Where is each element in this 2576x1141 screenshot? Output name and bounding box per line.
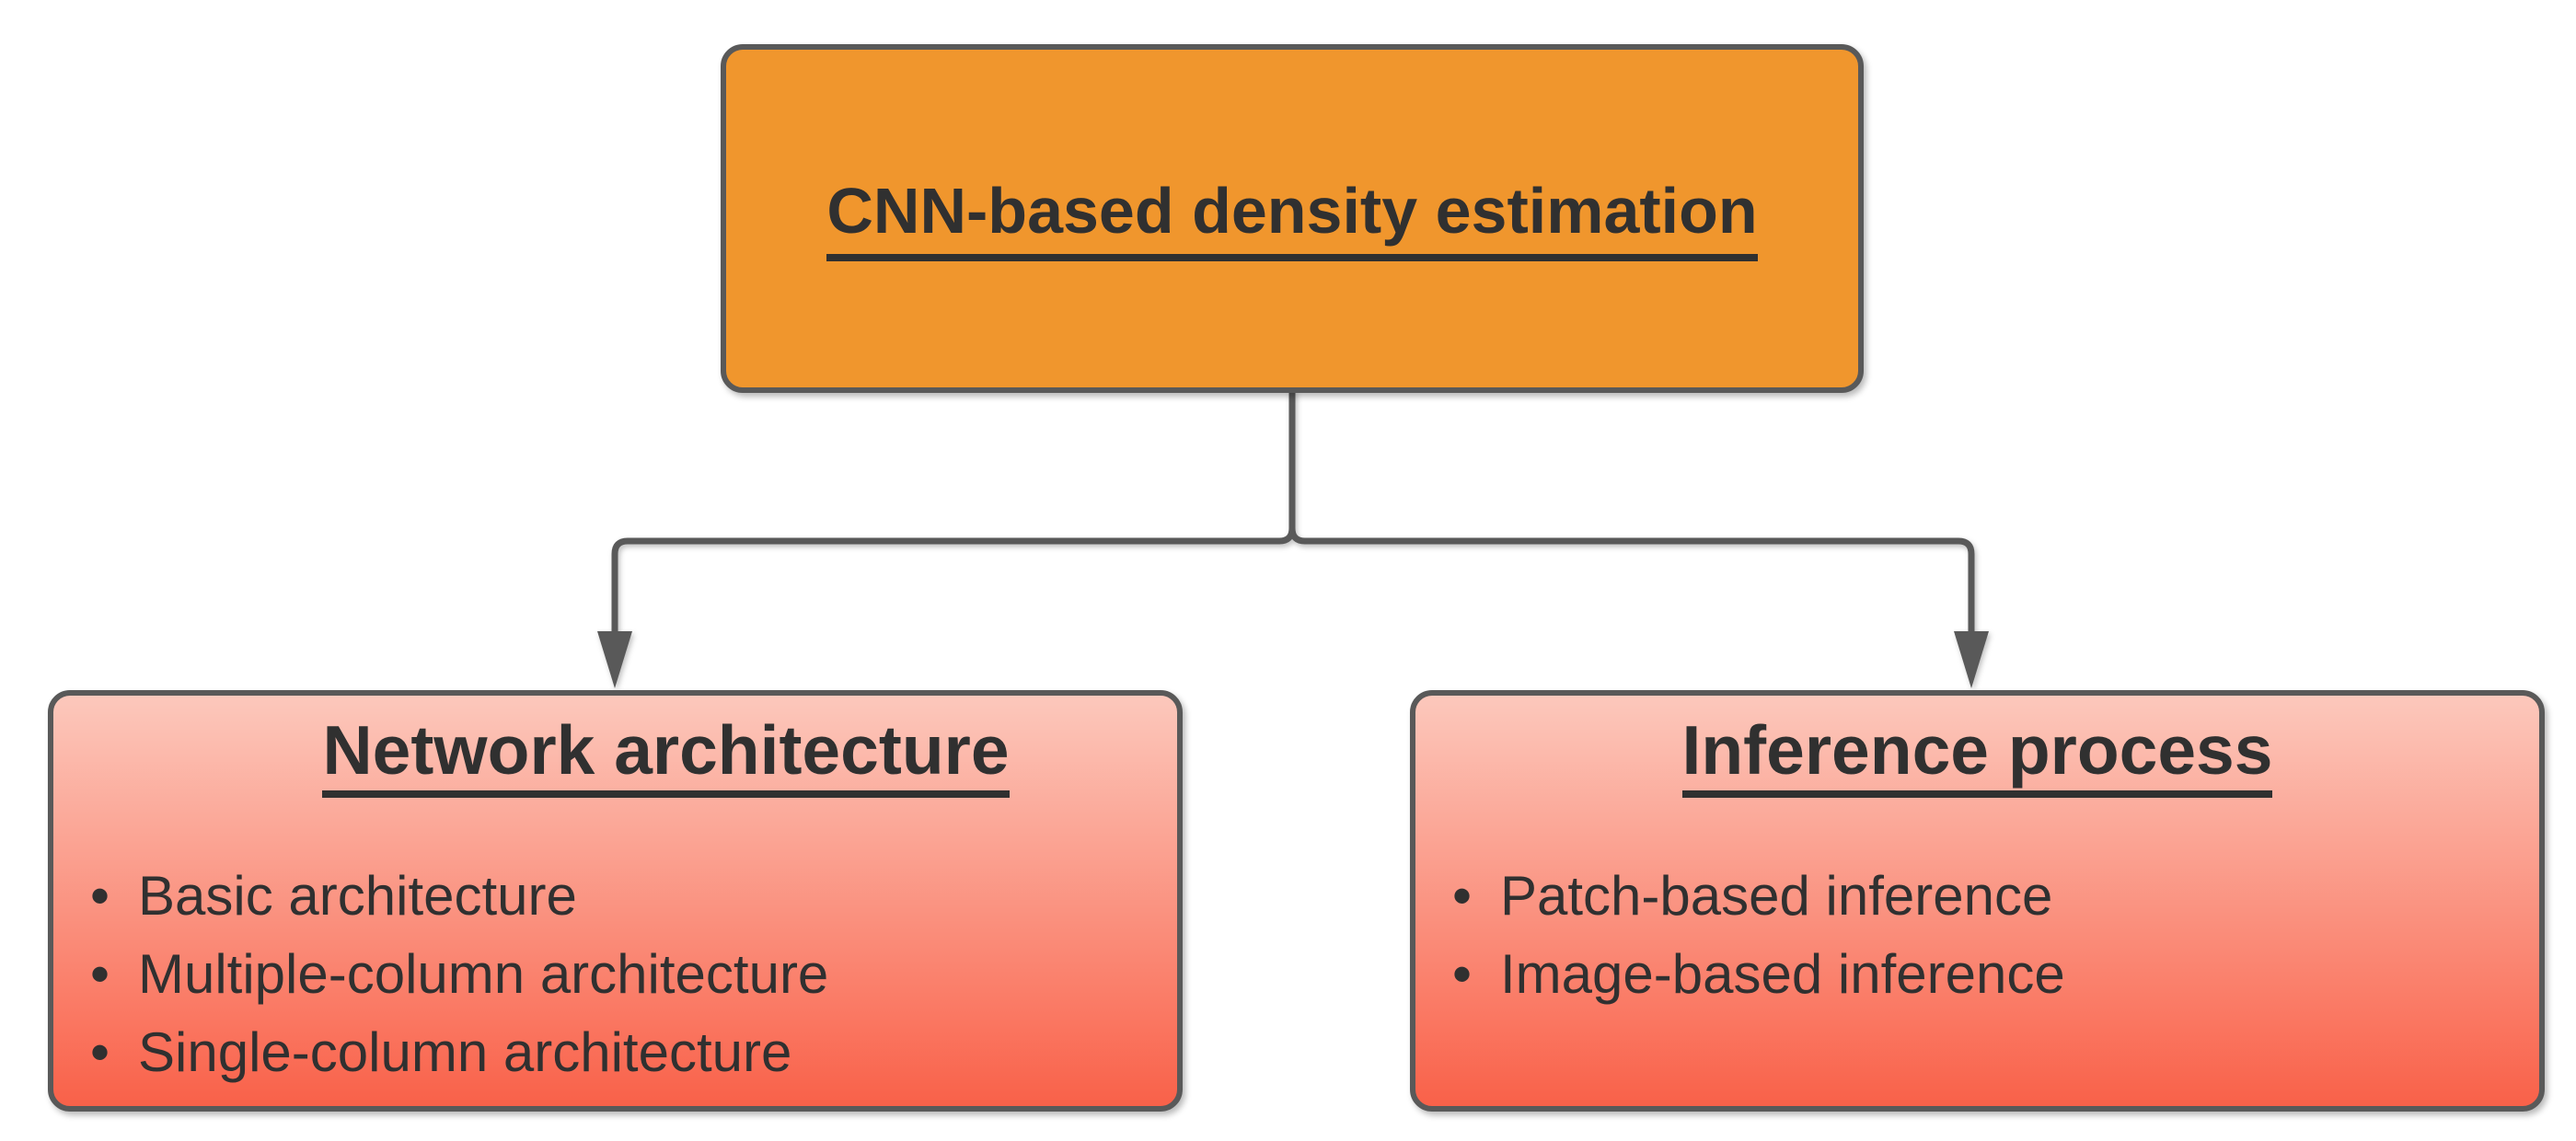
connector-left-branch — [611, 390, 1296, 635]
bullet-label: Multiple-column architecture — [138, 942, 829, 1005]
bullet-icon: • — [1452, 864, 1473, 927]
bullet-icon: • — [90, 864, 110, 927]
bullet-icon: • — [90, 942, 110, 1005]
node-title: Network architecture — [322, 712, 1010, 798]
bullet-list: • Basic architecture • Multiple-column a… — [53, 857, 1177, 1091]
bullet-item: • Patch-based inference — [1452, 857, 2539, 935]
arrowhead-down-icon-left — [597, 631, 632, 688]
bullet-label: Image-based inference — [1500, 942, 2065, 1005]
node-network-architecture: Network architecture • Basic architectur… — [48, 690, 1183, 1112]
bullet-item: • Multiple-column architecture — [90, 935, 1177, 1013]
bullet-item: • Basic architecture — [90, 857, 1177, 935]
node-title-row: Network architecture — [53, 712, 1177, 798]
bullet-item: • Image-based inference — [1452, 935, 2539, 1013]
bullet-list: • Patch-based inference • Image-based in… — [1415, 857, 2539, 1013]
node-cnn-density-estimation: CNN-based density estimation — [721, 44, 1864, 393]
bullet-item: • Single-column architecture — [90, 1013, 1177, 1091]
node-title-row: Inference process — [1415, 712, 2539, 798]
bullet-label: Basic architecture — [138, 864, 577, 927]
node-inference-process: Inference process • Patch-based inferenc… — [1410, 690, 2545, 1112]
node-title: CNN-based density estimation — [826, 176, 1758, 261]
node-title: Inference process — [1681, 712, 2273, 798]
bullet-label: Single-column architecture — [138, 1020, 792, 1083]
connector-right-branch — [1288, 390, 1975, 635]
bullet-label: Patch-based inference — [1500, 864, 2053, 927]
arrowhead-down-icon-right — [1954, 631, 1989, 688]
bullet-icon: • — [1452, 942, 1473, 1005]
bullet-icon: • — [90, 1020, 110, 1083]
